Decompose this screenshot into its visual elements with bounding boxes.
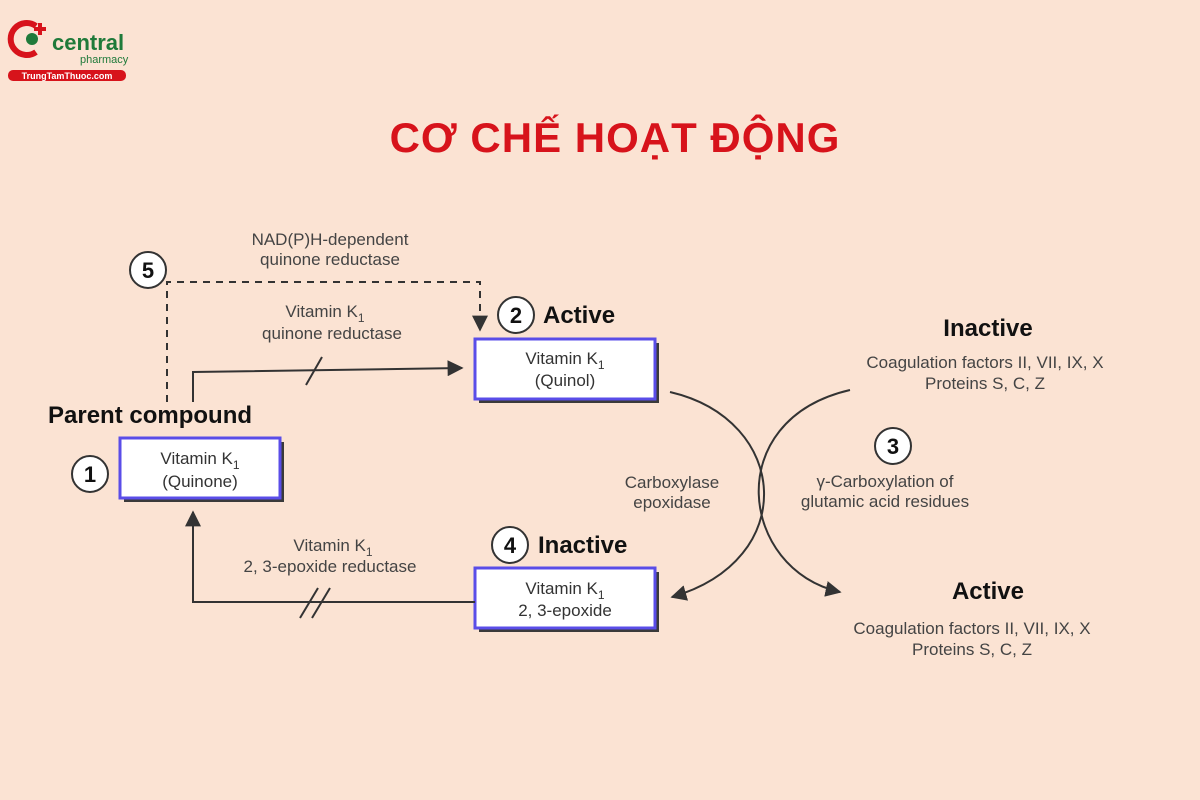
coag-top-line-2: Proteins S, C, Z bbox=[925, 374, 1045, 393]
svg-text:(Quinol): (Quinol) bbox=[535, 371, 595, 390]
coag-bottom-line-1: Coagulation factors II, VII, IX, X bbox=[853, 619, 1090, 638]
svg-text:3: 3 bbox=[887, 434, 899, 459]
inhibition-tick-double-1 bbox=[299, 587, 319, 619]
svg-text:Vitamin K1: Vitamin K1 bbox=[525, 349, 604, 372]
nadph-label-2: quinone reductase bbox=[260, 250, 400, 269]
gamma-carboxylation-arc-arrow bbox=[757, 389, 851, 597]
box-vitamin-k1-quinone: Vitamin K1 (Quinone) bbox=[118, 436, 284, 502]
brand-subtitle: pharmacy bbox=[80, 54, 129, 66]
svg-text:(Quinone): (Quinone) bbox=[162, 472, 238, 491]
carboxylase-arc-arrow bbox=[669, 391, 765, 601]
svg-text:Vitamin K1: Vitamin K1 bbox=[160, 449, 239, 472]
parent-compound-label: Parent compound bbox=[48, 402, 252, 429]
page-title: CƠ CHẾ HOẠT ĐỘNG bbox=[390, 113, 841, 161]
carboxylase-label-2: epoxidase bbox=[633, 493, 711, 512]
coag-top-line-1: Coagulation factors II, VII, IX, X bbox=[866, 353, 1103, 372]
brand-url-bar bbox=[8, 70, 126, 81]
inactive-label-bottom: Inactive bbox=[538, 532, 627, 559]
epox-red-label-1: Vitamin K1 bbox=[293, 536, 372, 559]
step-1-badge: 1 bbox=[71, 455, 109, 493]
svg-text:2: 2 bbox=[510, 303, 522, 328]
vk1-qr-label-1: Vitamin K1 bbox=[285, 302, 364, 325]
svg-text:1: 1 bbox=[84, 462, 96, 487]
step-5-badge: 5 bbox=[129, 251, 167, 289]
gamma-label-1: γ-Carboxylation of bbox=[816, 472, 953, 491]
inactive-label-right: Inactive bbox=[943, 315, 1032, 342]
step-3-badge: 3 bbox=[874, 427, 912, 465]
svg-text:Vitamin K1: Vitamin K1 bbox=[525, 579, 604, 602]
inhibition-tick-double-2 bbox=[311, 587, 331, 619]
quinone-reductase-arrow bbox=[192, 360, 464, 402]
gamma-label-2: glutamic acid residues bbox=[801, 492, 969, 511]
svg-text:2, 3-epoxide: 2, 3-epoxide bbox=[518, 601, 612, 620]
logo-mark-icon bbox=[7, 20, 46, 58]
brand-name: central bbox=[52, 30, 124, 55]
box-vitamin-k1-quinol: Vitamin K1 (Quinol) bbox=[473, 337, 659, 403]
box-vitamin-k1-epoxide: Vitamin K1 2, 3-epoxide bbox=[473, 566, 659, 632]
nadph-label-1: NAD(P)H-dependent bbox=[252, 230, 409, 249]
vk1-qr-label-2: quinone reductase bbox=[262, 324, 402, 343]
nadph-dashed-arrow bbox=[166, 281, 488, 402]
svg-text:5: 5 bbox=[142, 258, 154, 283]
inhibition-tick-single bbox=[305, 356, 323, 386]
brand-logo: central pharmacy TrungTamThuoc.com bbox=[7, 20, 129, 81]
step-2-badge: 2 bbox=[497, 296, 535, 334]
epoxide-reductase-arrow bbox=[185, 510, 475, 603]
step-4-badge: 4 bbox=[491, 526, 529, 564]
epox-red-label-2: 2, 3-epoxide reductase bbox=[244, 557, 417, 576]
coag-bottom-line-2: Proteins S, C, Z bbox=[912, 640, 1032, 659]
carboxylase-label-1: Carboxylase bbox=[625, 473, 720, 492]
svg-text:4: 4 bbox=[504, 533, 517, 558]
brand-url: TrungTamThuoc.com bbox=[22, 71, 113, 81]
active-label-top: Active bbox=[543, 302, 615, 329]
active-label-right: Active bbox=[952, 578, 1024, 605]
